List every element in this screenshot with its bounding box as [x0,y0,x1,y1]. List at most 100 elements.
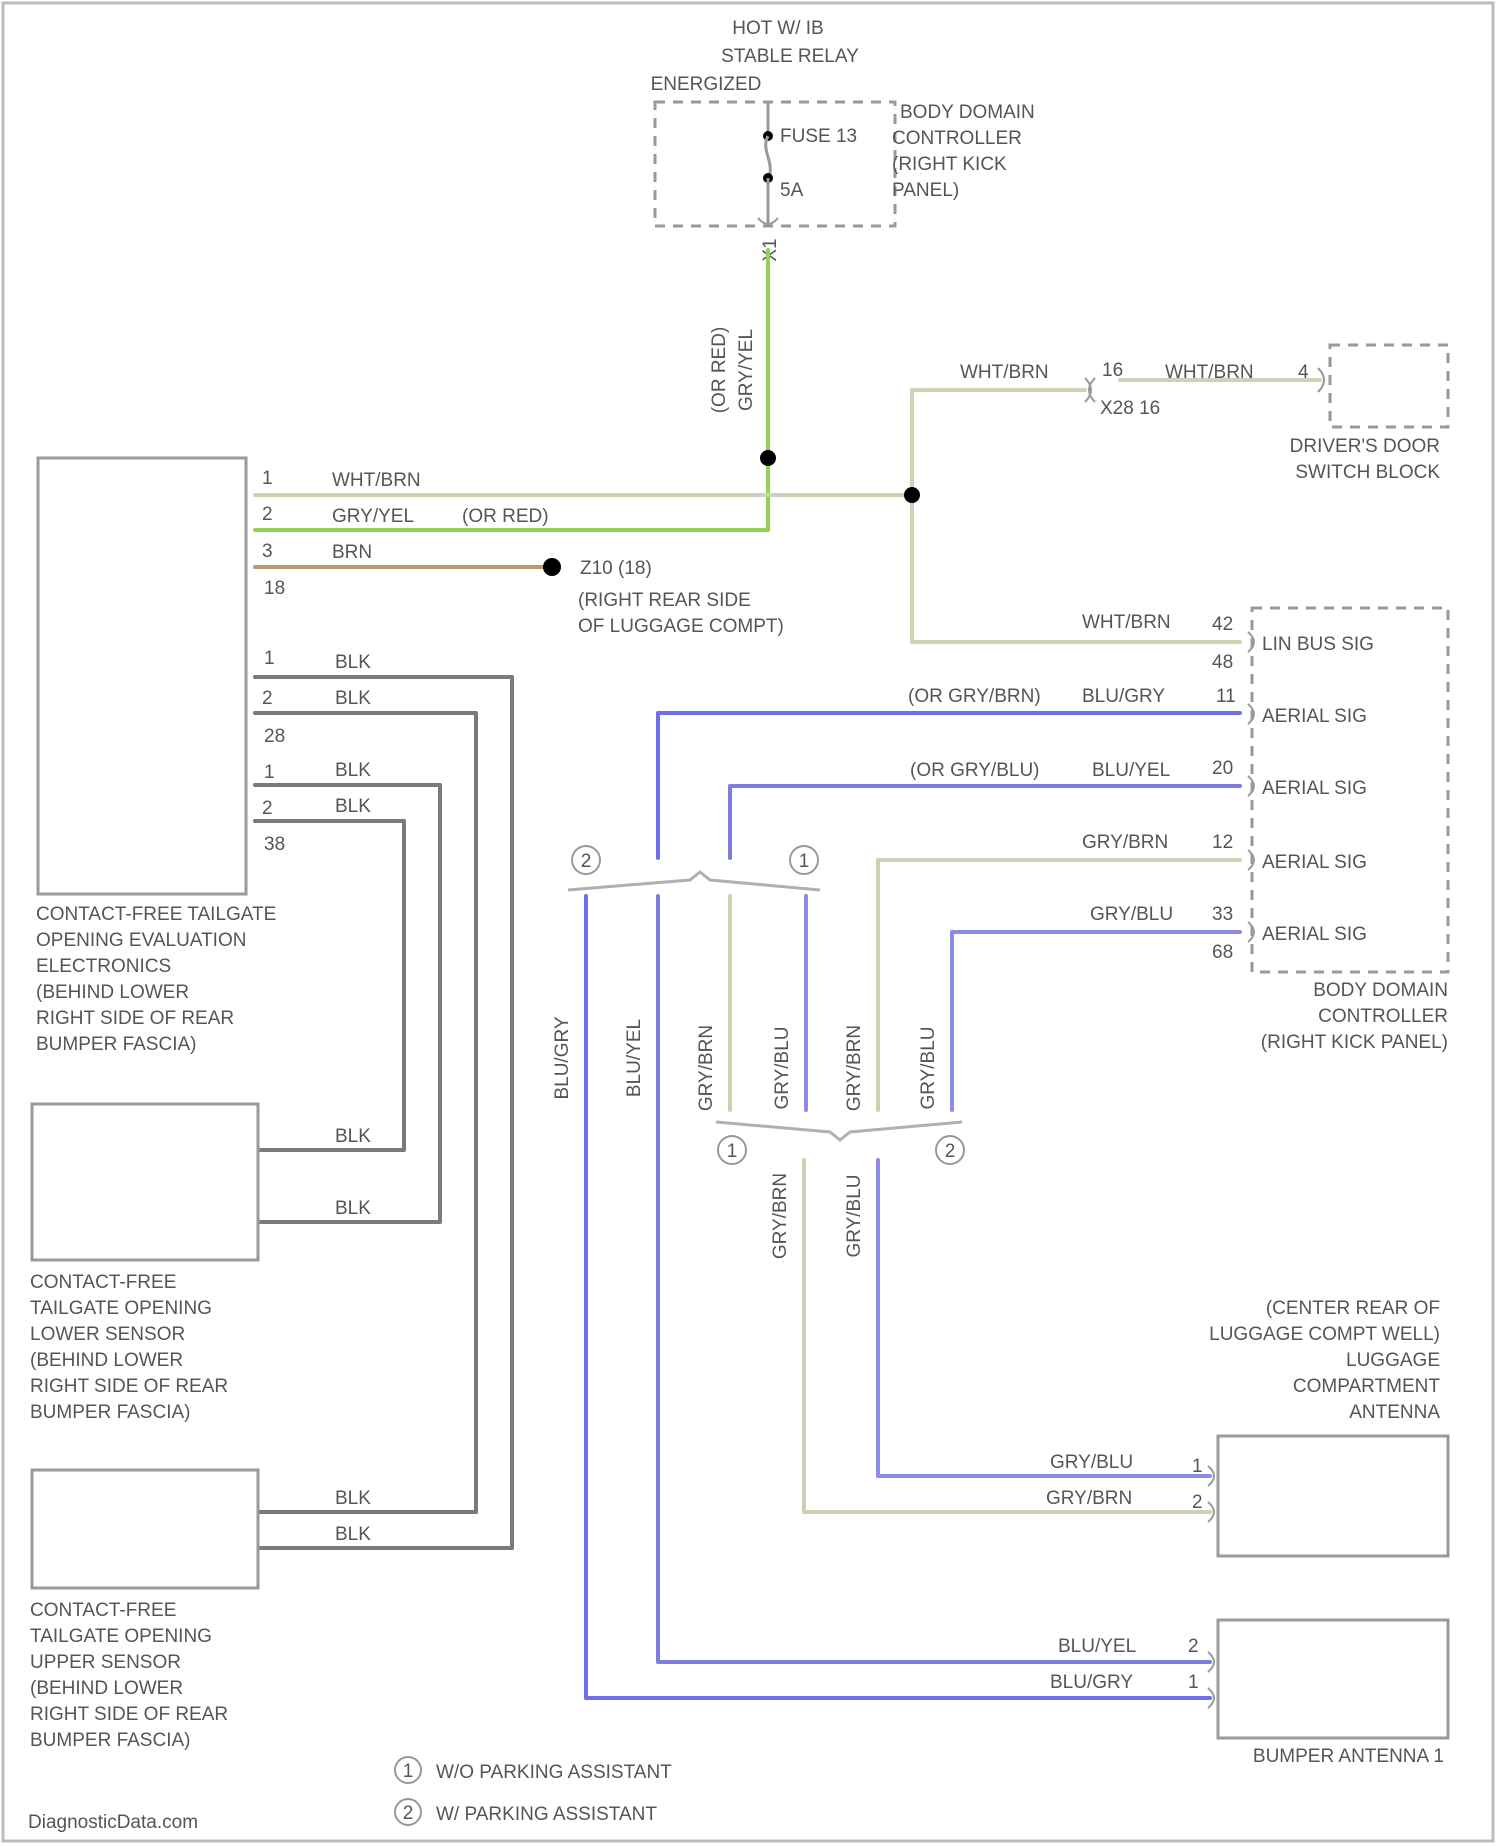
wire-label-gry-blu-vert-b: GRY/BLU [918,1026,939,1109]
bdc-top-label-4: PANEL) [892,180,959,201]
wire-label-gry-yel: GRY/YEL [332,506,414,527]
lower-sensor-label-6: BUMPER FASCIA) [30,1402,190,1423]
ground-id: Z10 (18) [580,558,652,579]
wire-label-gry-blu-h: GRY/BLU [1050,1452,1133,1473]
legend-option-1: W/O PARKING ASSISTANT [436,1762,672,1783]
cf-eval-label-2: OPENING EVALUATION [36,930,246,951]
wire-label-wht-brn-b: WHT/BRN [1165,362,1254,383]
drivers-door-label-2: SWITCH BLOCK [1295,462,1440,483]
legend-marker-1-num: 1 [403,1761,414,1782]
luggage-antenna-label-5: ANTENNA [1349,1402,1440,1423]
bdc-top-label-2: CONTROLLER [892,128,1022,149]
wire-label-blu-yel-h: BLU/YEL [1058,1636,1136,1657]
wire-blk-1 [255,677,512,1548]
option-marker-bottom-left-num: 1 [727,1141,738,1162]
wire-label-blk-4: BLK [335,796,371,817]
upper-sensor-box [32,1470,258,1588]
bdc-right-pin-68: 68 [1212,942,1233,963]
cf-eval-pin-28: 28 [264,726,285,747]
wire-label-blk-5: BLK [335,1126,371,1147]
option-marker-top-right-num: 1 [799,851,810,872]
fuse-wire-label: GRY/YEL [736,329,757,411]
legend-option-2: W/ PARKING ASSISTANT [436,1804,657,1825]
luggage-antenna-label-1: (CENTER REAR OF [1266,1298,1440,1319]
wire-label-sig1-alt: (OR GRY/BRN) [908,686,1041,707]
wire-label-wht-brn-d: WHT/BRN [1082,612,1171,633]
bdc-signal-aerial-3: AERIAL SIG [1262,852,1367,873]
bdc-top-label-3: (RIGHT KICK [892,154,1007,175]
wire-blk-2 [255,713,476,1512]
wire-label-blu-gry-vert: BLU/GRY [552,1016,573,1099]
fuse-label: FUSE 13 [780,126,857,147]
inline-connector-name: X28 16 [1100,398,1160,419]
bdc-right-pin-12: 12 [1212,832,1233,853]
cf-eval-label-1: CONTACT-FREE TAILGATE [36,904,276,925]
bdc-right-label-1: BODY DOMAIN [1313,980,1448,1001]
splice-wht-brn [904,487,920,503]
bumper-antenna-pin-1: 1 [1188,1672,1199,1693]
upper-sensor-label-5: RIGHT SIDE OF REAR [30,1704,228,1725]
luggage-antenna-label-2: LUGGAGE COMPT WELL) [1209,1324,1440,1345]
wire-blu-gry-down [586,896,1210,1698]
cf-eval-pin-1c: 1 [264,762,275,783]
bdc-right-label-2: CONTROLLER [1318,1006,1448,1027]
wire-label-gry-brn-vert-c: GRY/BRN [770,1173,791,1259]
wire-aerial-4 [952,932,1240,1110]
bumper-antenna-label: BUMPER ANTENNA 1 [1253,1746,1444,1767]
bumper-antenna-box [1218,1620,1448,1738]
wire-label-blk-3: BLK [335,760,371,781]
cf-eval-label-6: BUMPER FASCIA) [36,1034,196,1055]
upper-sensor-label-6: BUMPER FASCIA) [30,1730,190,1751]
cf-evaluation-electronics-box [38,458,246,894]
bdc-signal-aerial-1: AERIAL SIG [1262,706,1367,727]
wire-label-blk-1: BLK [335,652,371,673]
bdc-right-pin-20: 20 [1212,758,1233,779]
cf-eval-pin-2: 2 [262,504,273,525]
wire-label-gry-brn-h: GRY/BRN [1046,1488,1132,1509]
power-source-line-3: ENERGIZED [651,74,762,95]
wire-label-wht-brn-c: WHT/BRN [332,470,421,491]
fuse-symbol [766,136,771,178]
wire-label-blk-7: BLK [335,1488,371,1509]
wire-gry-blu-antenna [878,1160,1210,1476]
wire-label-blk-2: BLK [335,688,371,709]
cf-eval-label-5: RIGHT SIDE OF REAR [36,1008,234,1029]
cf-eval-label-3: ELECTRONICS [36,956,171,977]
cf-eval-pin-18: 18 [264,578,285,599]
bdc-right-pin-42: 42 [1212,614,1233,635]
cf-eval-pin-2b: 2 [262,688,273,709]
bdc-right-pin-11: 11 [1216,686,1236,707]
lower-sensor-label-3: LOWER SENSOR [30,1324,185,1345]
bdc-right-pin-33: 33 [1212,904,1233,925]
ground-point [543,558,561,576]
power-source-line-1: HOT W/ IB [732,18,823,39]
wire-label-sig3: GRY/BRN [1082,832,1168,853]
drivers-door-pin: 4 [1298,362,1309,383]
wire-blu-yel-down [658,896,1210,1662]
option-brace-top [568,872,820,890]
ground-location-2: OF LUGGAGE COMPT) [578,616,784,637]
option-marker-top-left-num: 2 [581,851,592,872]
luggage-antenna-pin-1: 1 [1192,1456,1203,1477]
lower-sensor-label-4: (BEHIND LOWER [30,1350,183,1371]
cf-eval-pin-1: 1 [262,468,273,489]
power-source-line-2: STABLE RELAY [721,46,859,67]
luggage-antenna-label-3: LUGGAGE [1346,1350,1440,1371]
cf-eval-pin-38: 38 [264,834,285,855]
cf-eval-pin-2c: 2 [262,798,273,819]
wire-label-gry-blu-vert-c: GRY/BLU [844,1174,865,1257]
wire-label-or-red: (OR RED) [462,506,549,527]
wire-label-sig2-alt: (OR GRY/BLU) [910,760,1040,781]
wire-label-brn: BRN [332,542,372,563]
wire-blk-4 [255,821,404,1150]
wire-label-wht-brn-a: WHT/BRN [960,362,1049,383]
bdc-signal-aerial-4: AERIAL SIG [1262,924,1367,945]
cf-eval-label-4: (BEHIND LOWER [36,982,189,1003]
wire-label-sig4: GRY/BLU [1090,904,1173,925]
inline-connector-pin-left: 16 [1102,360,1123,381]
fuse-wire-label-alt: (OR RED) [709,327,730,414]
footer-watermark: DiagnosticData.com [28,1812,198,1833]
bdc-right-label-3: (RIGHT KICK PANEL) [1261,1032,1448,1053]
wire-label-gry-blu-vert-a: GRY/BLU [772,1026,793,1109]
